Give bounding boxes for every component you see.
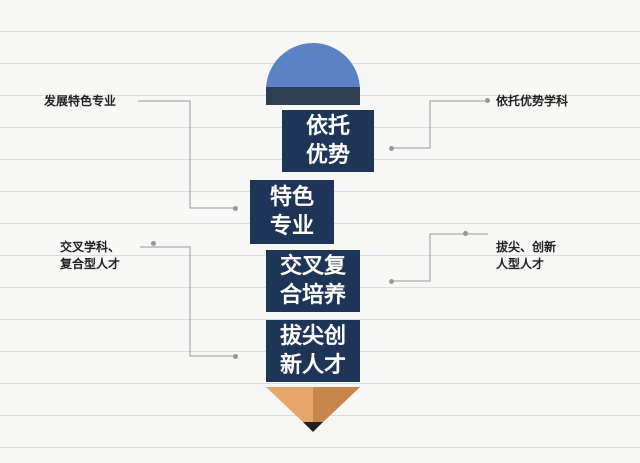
label-right-bottom-line2: 人型人才	[496, 257, 545, 271]
label-right-top: 依托优势学科	[496, 94, 569, 108]
block-yituo-youshi: 依托优势	[282, 110, 374, 172]
label-left-top: 发展特色专业	[44, 94, 117, 108]
connector-right-bottom	[392, 233, 488, 282]
pencil-wood-shade	[313, 387, 360, 425]
connector-dot	[151, 241, 156, 246]
label-right-bottom-line1: 拔尖、创新	[496, 240, 557, 254]
connector-dot	[389, 279, 394, 284]
label-left-bottom: 交叉学科、 复合型人才	[60, 239, 120, 273]
label-left-bottom-line1: 交叉学科、	[60, 240, 121, 254]
block-tese-zhuanye: 特色专业	[250, 180, 334, 244]
connector-dot	[463, 231, 468, 236]
pencil-ferrule	[266, 87, 360, 105]
connector-dot	[233, 354, 238, 359]
label-left-bottom-line2: 复合型人才	[60, 257, 121, 271]
connector-dot	[485, 98, 490, 103]
block-bajian-chuangxin: 拔尖创新人才	[266, 320, 360, 382]
block-jiaocha-fuhe: 交叉复合培养	[266, 250, 360, 312]
connector-right-top	[392, 100, 490, 149]
pencil-lead	[303, 422, 323, 432]
connector-left-top	[138, 100, 236, 209]
label-right-bottom: 拔尖、创新 人型人才	[496, 239, 556, 273]
connector-left-bottom	[140, 246, 236, 357]
connector-dot	[233, 206, 238, 211]
connector-dot	[389, 146, 394, 151]
